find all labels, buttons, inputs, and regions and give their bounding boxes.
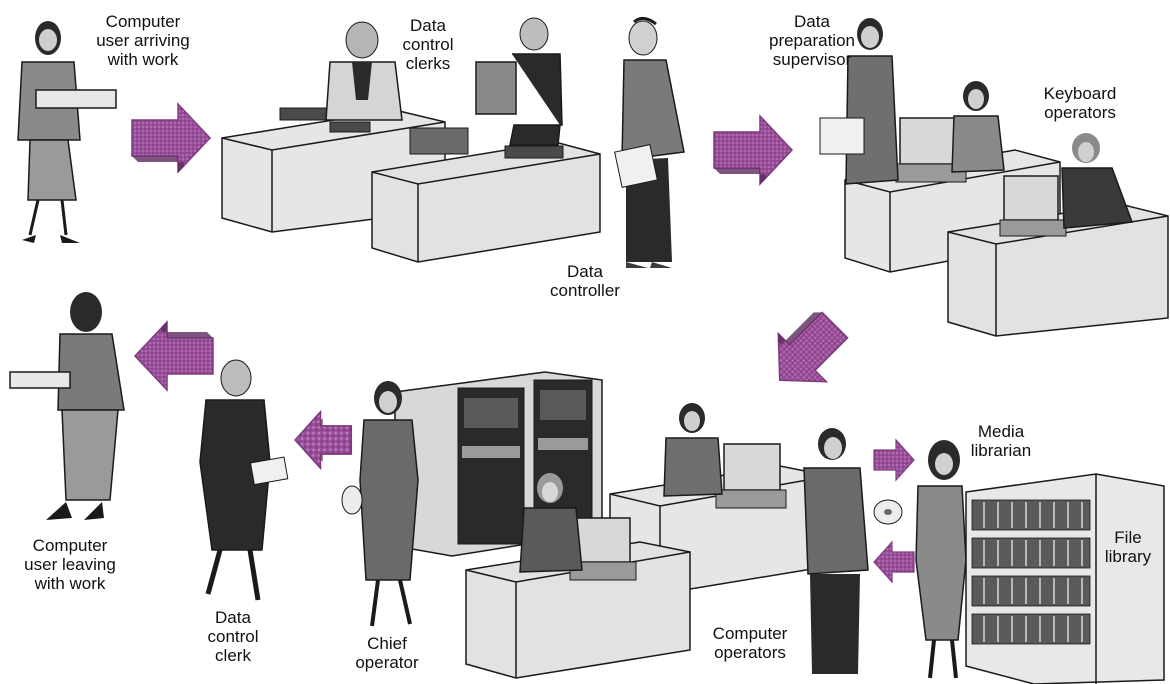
flow-arrow-5 [295,412,351,468]
label-file-library: File library [1090,528,1166,566]
label-data-control-clerks: Data control clerks [384,16,472,73]
flow-arrow-3 [756,301,859,404]
data-controller-figure [615,18,684,268]
file-library-shelves [966,474,1164,684]
data-control-clerk-bottom-figure [200,360,288,600]
computer-user-leaving-figure [10,292,124,520]
label-media-librarian: Media librarian [946,422,1056,460]
data-control-clerk-figure-2 [476,18,562,145]
flow-arrow-2 [714,116,792,184]
label-chief-operator: Chief operator [332,634,442,672]
label-computer-operators: Computer operators [688,624,812,662]
flow-arrow-1 [132,104,210,172]
label-computer-user-arriving: Computer user arriving with work [84,12,202,69]
flow-arrow-4 [135,322,213,390]
label-data-control-clerk: Data control clerk [184,608,282,665]
label-data-preparation-supervisor: Data preparation supervisor [750,12,874,69]
label-data-controller: Data controller [530,262,640,300]
label-computer-user-leaving: Computer user leaving with work [8,536,132,593]
label-keyboard-operators: Keyboard operators [1020,84,1140,122]
